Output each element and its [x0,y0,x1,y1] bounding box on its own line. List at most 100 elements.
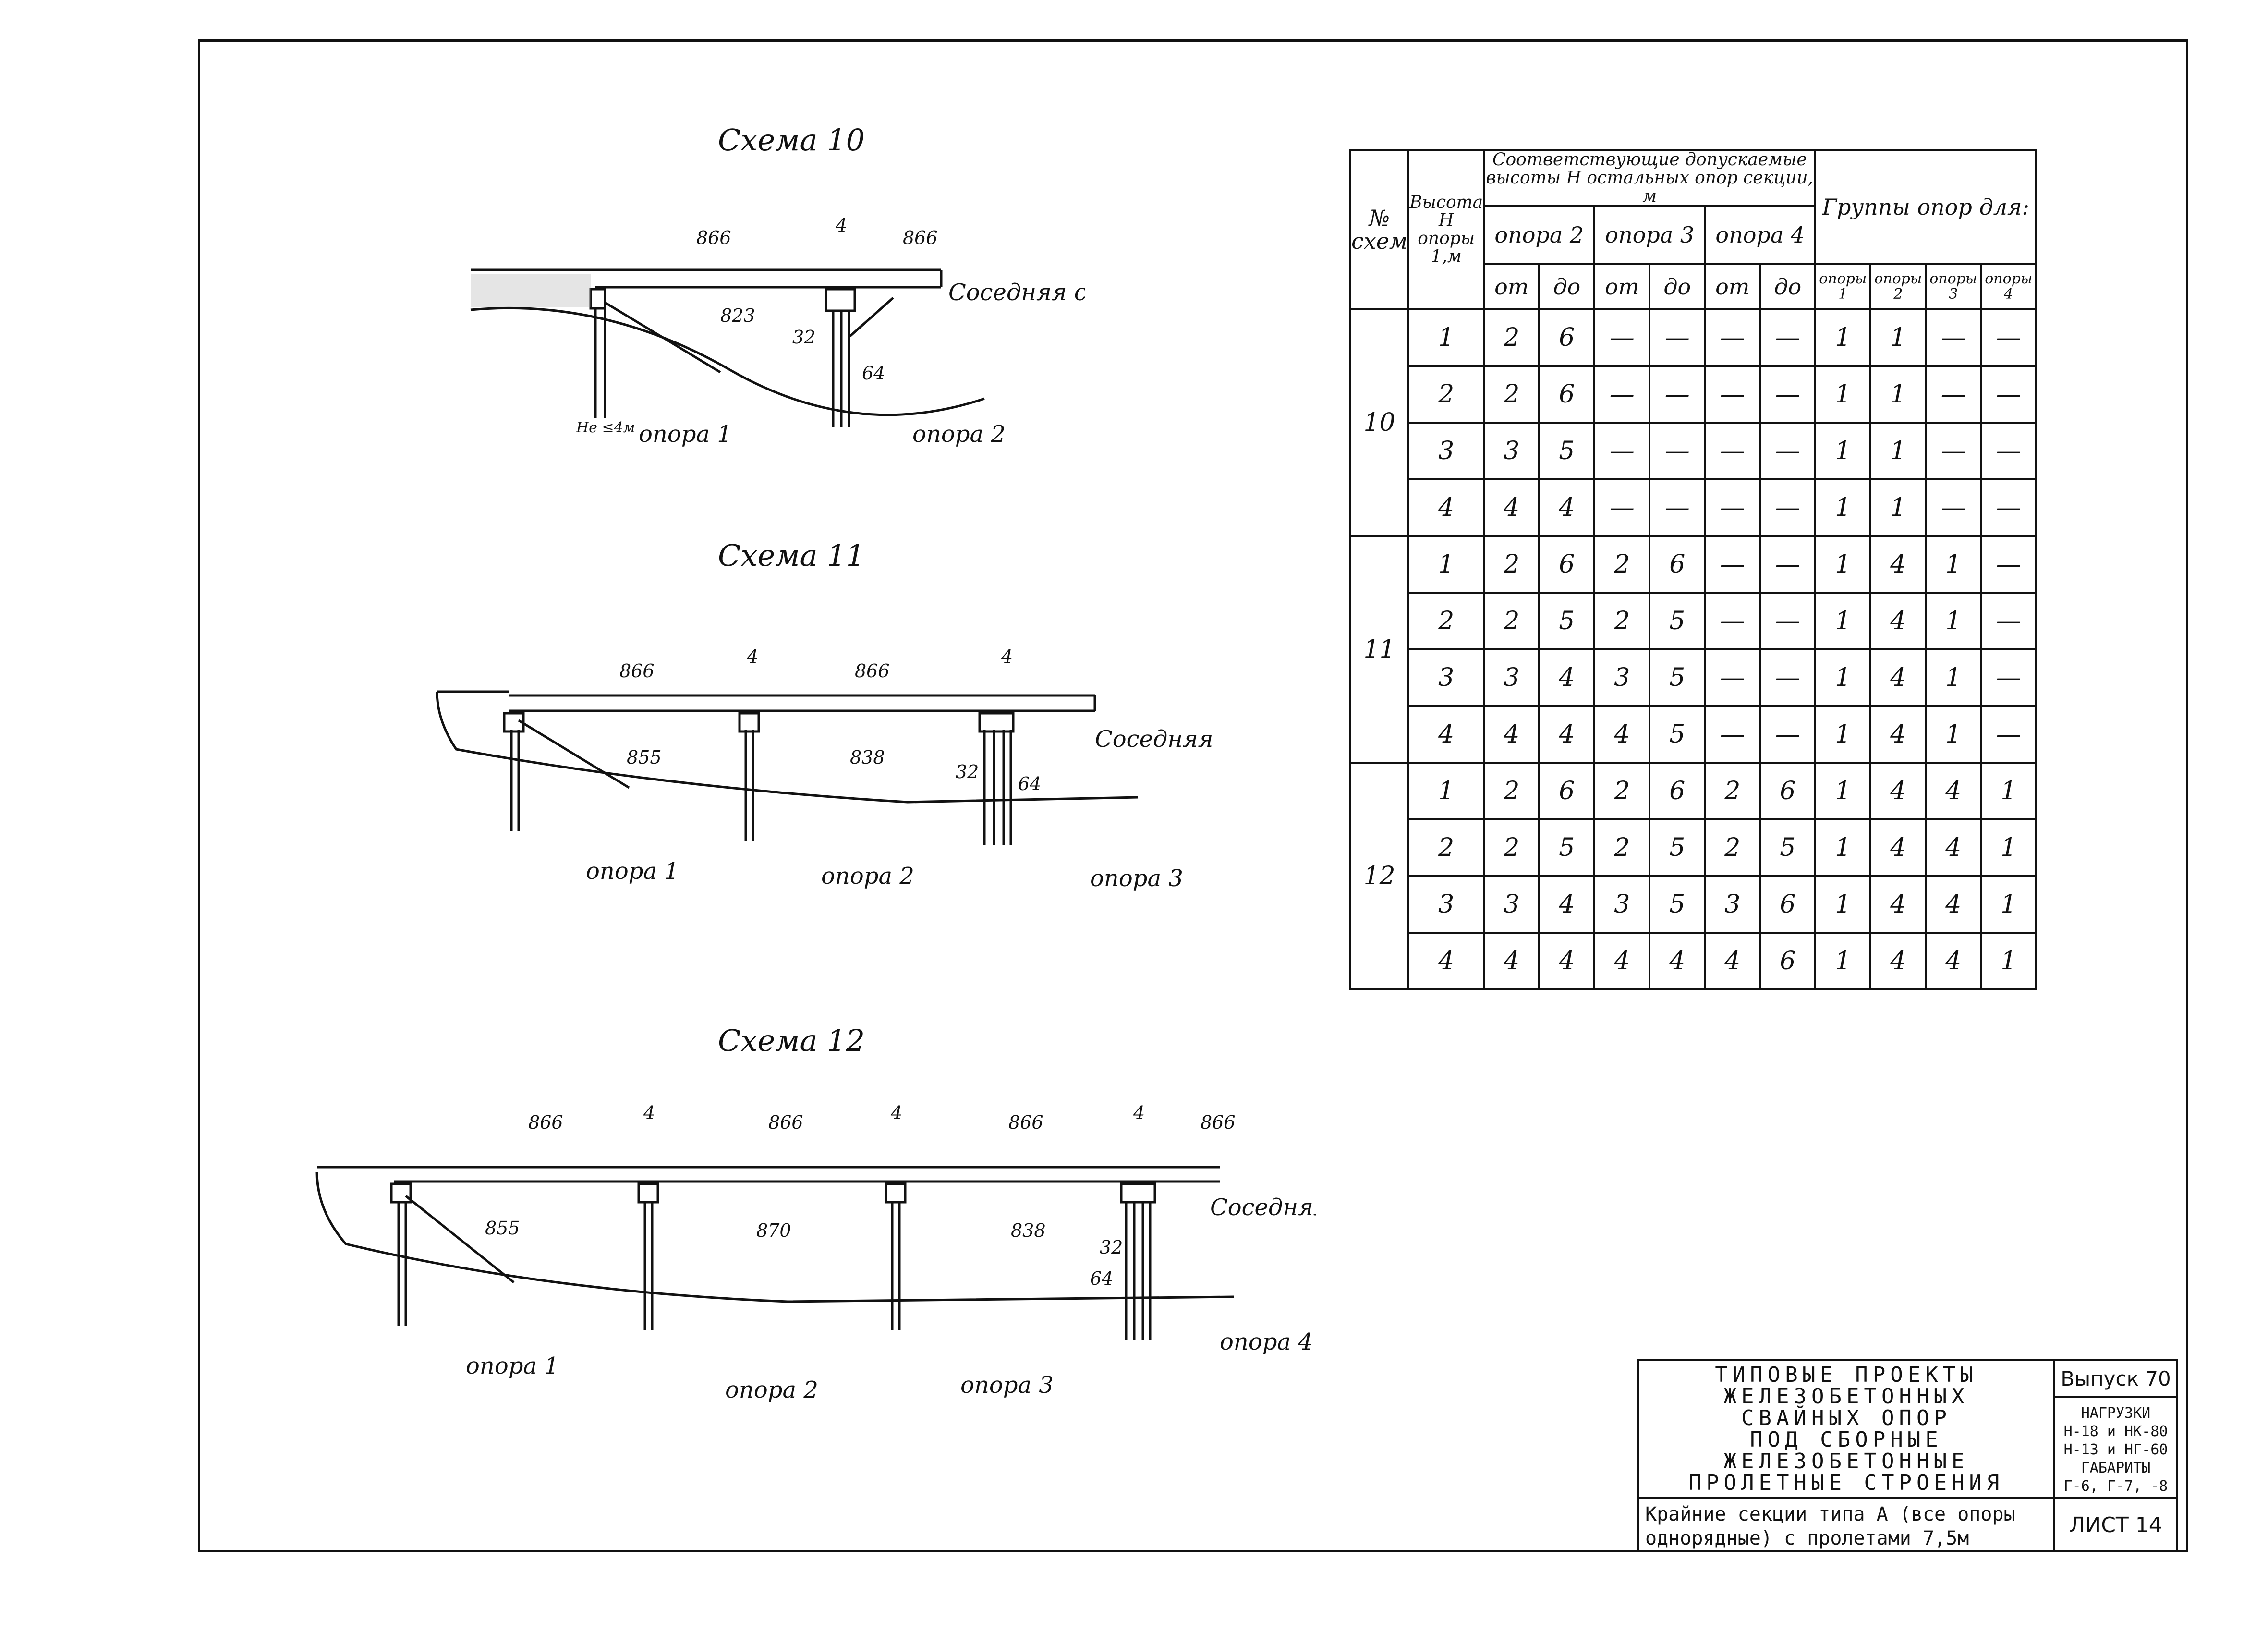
table-cell: 2 [1593,535,1651,594]
table-cell: 2 [1483,535,1540,594]
table-cell: 1 [1925,535,1982,594]
table-cell: 6 [1538,535,1596,594]
table-cell: — [1759,308,1817,367]
table-cell: 4 [1407,705,1485,764]
table-cell: 3 [1483,648,1540,707]
table-cell: 1 [1925,705,1982,764]
table-cell: 3 [1407,648,1485,707]
scheme-10-d1: 823 [720,305,755,326]
table-cell: 2 [1704,818,1761,877]
table-cell: — [1759,535,1817,594]
scheme-12-gap-1: 4 [643,1102,655,1123]
table-cell: 4 [1869,762,1927,821]
title-line: ПОД СБОРНЫЕ [1750,1427,1943,1452]
table-cell: — [1925,365,1982,424]
to-header: до [1538,263,1596,311]
table-cell: 6 [1538,762,1596,821]
heights-table: № схем Высота Н опоры 1,м Соответствующи… [1349,148,2038,991]
table-cell: 4 [1869,592,1927,651]
scheme-12-span-b: 866 [768,1112,803,1133]
table-cell: 3 [1593,875,1651,934]
scheme-12-support-1: опора 1 [466,1353,559,1379]
table-cell: 1 [1407,308,1485,367]
scheme-11-d1: 855 [627,747,662,768]
table-cell: 1 [1980,875,2038,934]
table-cell: — [1593,478,1651,537]
table-cell: 3 [1407,422,1485,481]
col-scheme-header: № схем [1349,148,1410,311]
table-cell: — [1704,705,1761,764]
scheme-11-span-b: 866 [855,660,890,682]
table-cell: 5 [1759,818,1817,877]
table-cell: 4 [1538,932,1596,991]
table-cell: — [1759,422,1817,481]
scheme-12-d2: 870 [756,1220,791,1241]
title-line: СВАЙНЫХ ОПОР [1741,1406,1952,1430]
table-cell: 4 [1538,648,1596,707]
scheme-number-cell: 11 [1349,535,1410,764]
table-cell: 4 [1704,932,1761,991]
table-cell: 1 [1980,932,2038,991]
table-cell: 1 [1814,648,1872,707]
drawing-frame [198,39,2188,1552]
table-cell: 4 [1649,932,1706,991]
scheme-11-title: Схема 11 [718,538,865,573]
table-cell: 1 [1814,932,1872,991]
scheme-11-support-2: опора 2 [821,863,914,890]
table-cell: 3 [1407,875,1485,934]
table-cell: 3 [1593,648,1651,707]
table-cell: — [1593,308,1651,367]
table-cell: 4 [1869,818,1927,877]
table-cell: — [1649,308,1706,367]
table-cell: 1 [1980,762,2038,821]
scheme-12-title: Схема 12 [718,1023,865,1058]
scheme-12-span-c: 866 [1008,1112,1043,1133]
table-cell: 6 [1759,932,1817,991]
table-cell: — [1704,478,1761,537]
scheme-12-d1: 855 [485,1218,520,1239]
table-cell: 1 [1814,422,1872,481]
table-cell: 5 [1649,875,1706,934]
scheme-12-span-d: 866 [1201,1112,1236,1133]
scheme-11-d4: 64 [1018,773,1041,794]
table-cell: 2 [1593,818,1651,877]
table-cell: 1 [1814,308,1872,367]
table-cell: 4 [1593,705,1651,764]
issue-cell: Выпуск 70 [2053,1359,2178,1398]
table-cell: — [1759,592,1817,651]
scheme-10-drawing: 866 4 866 823 32 64 Соседняя секция опор… [470,215,1085,448]
table-cell: — [1980,535,2038,594]
table-cell: 4 [1593,932,1651,991]
table-cell: 5 [1649,818,1706,877]
support-2-header: опора 2 [1483,205,1596,265]
table-cell: — [1759,478,1817,537]
sheet-title-cell: Крайние секции типа А (все опоры одноряд… [1637,1497,2055,1552]
table-cell: — [1704,422,1761,481]
table-cell: — [1980,308,2038,367]
table-cell: — [1980,648,2038,707]
scheme-10-gap: 4 [835,215,847,236]
table-cell: 4 [1483,478,1540,537]
scheme-12-support-3: опора 3 [960,1372,1054,1399]
table-cell: 4 [1869,932,1927,991]
table-cell: 4 [1869,648,1927,707]
table-cell: 1 [1814,705,1872,764]
table-cell: — [1980,478,2038,537]
table-cell: 1 [1407,762,1485,821]
scheme-12-d3: 838 [1011,1220,1046,1241]
table-cell: 4 [1538,705,1596,764]
table-cell: — [1925,422,1982,481]
sheet-number: ЛИСТ 14 [2069,1513,2162,1537]
table-cell: 2 [1483,365,1540,424]
table-cell: 4 [1869,705,1927,764]
table-cell: 2 [1483,762,1540,821]
table-cell: — [1593,422,1651,481]
scheme-10-ground: Не ≤4м [576,419,635,436]
